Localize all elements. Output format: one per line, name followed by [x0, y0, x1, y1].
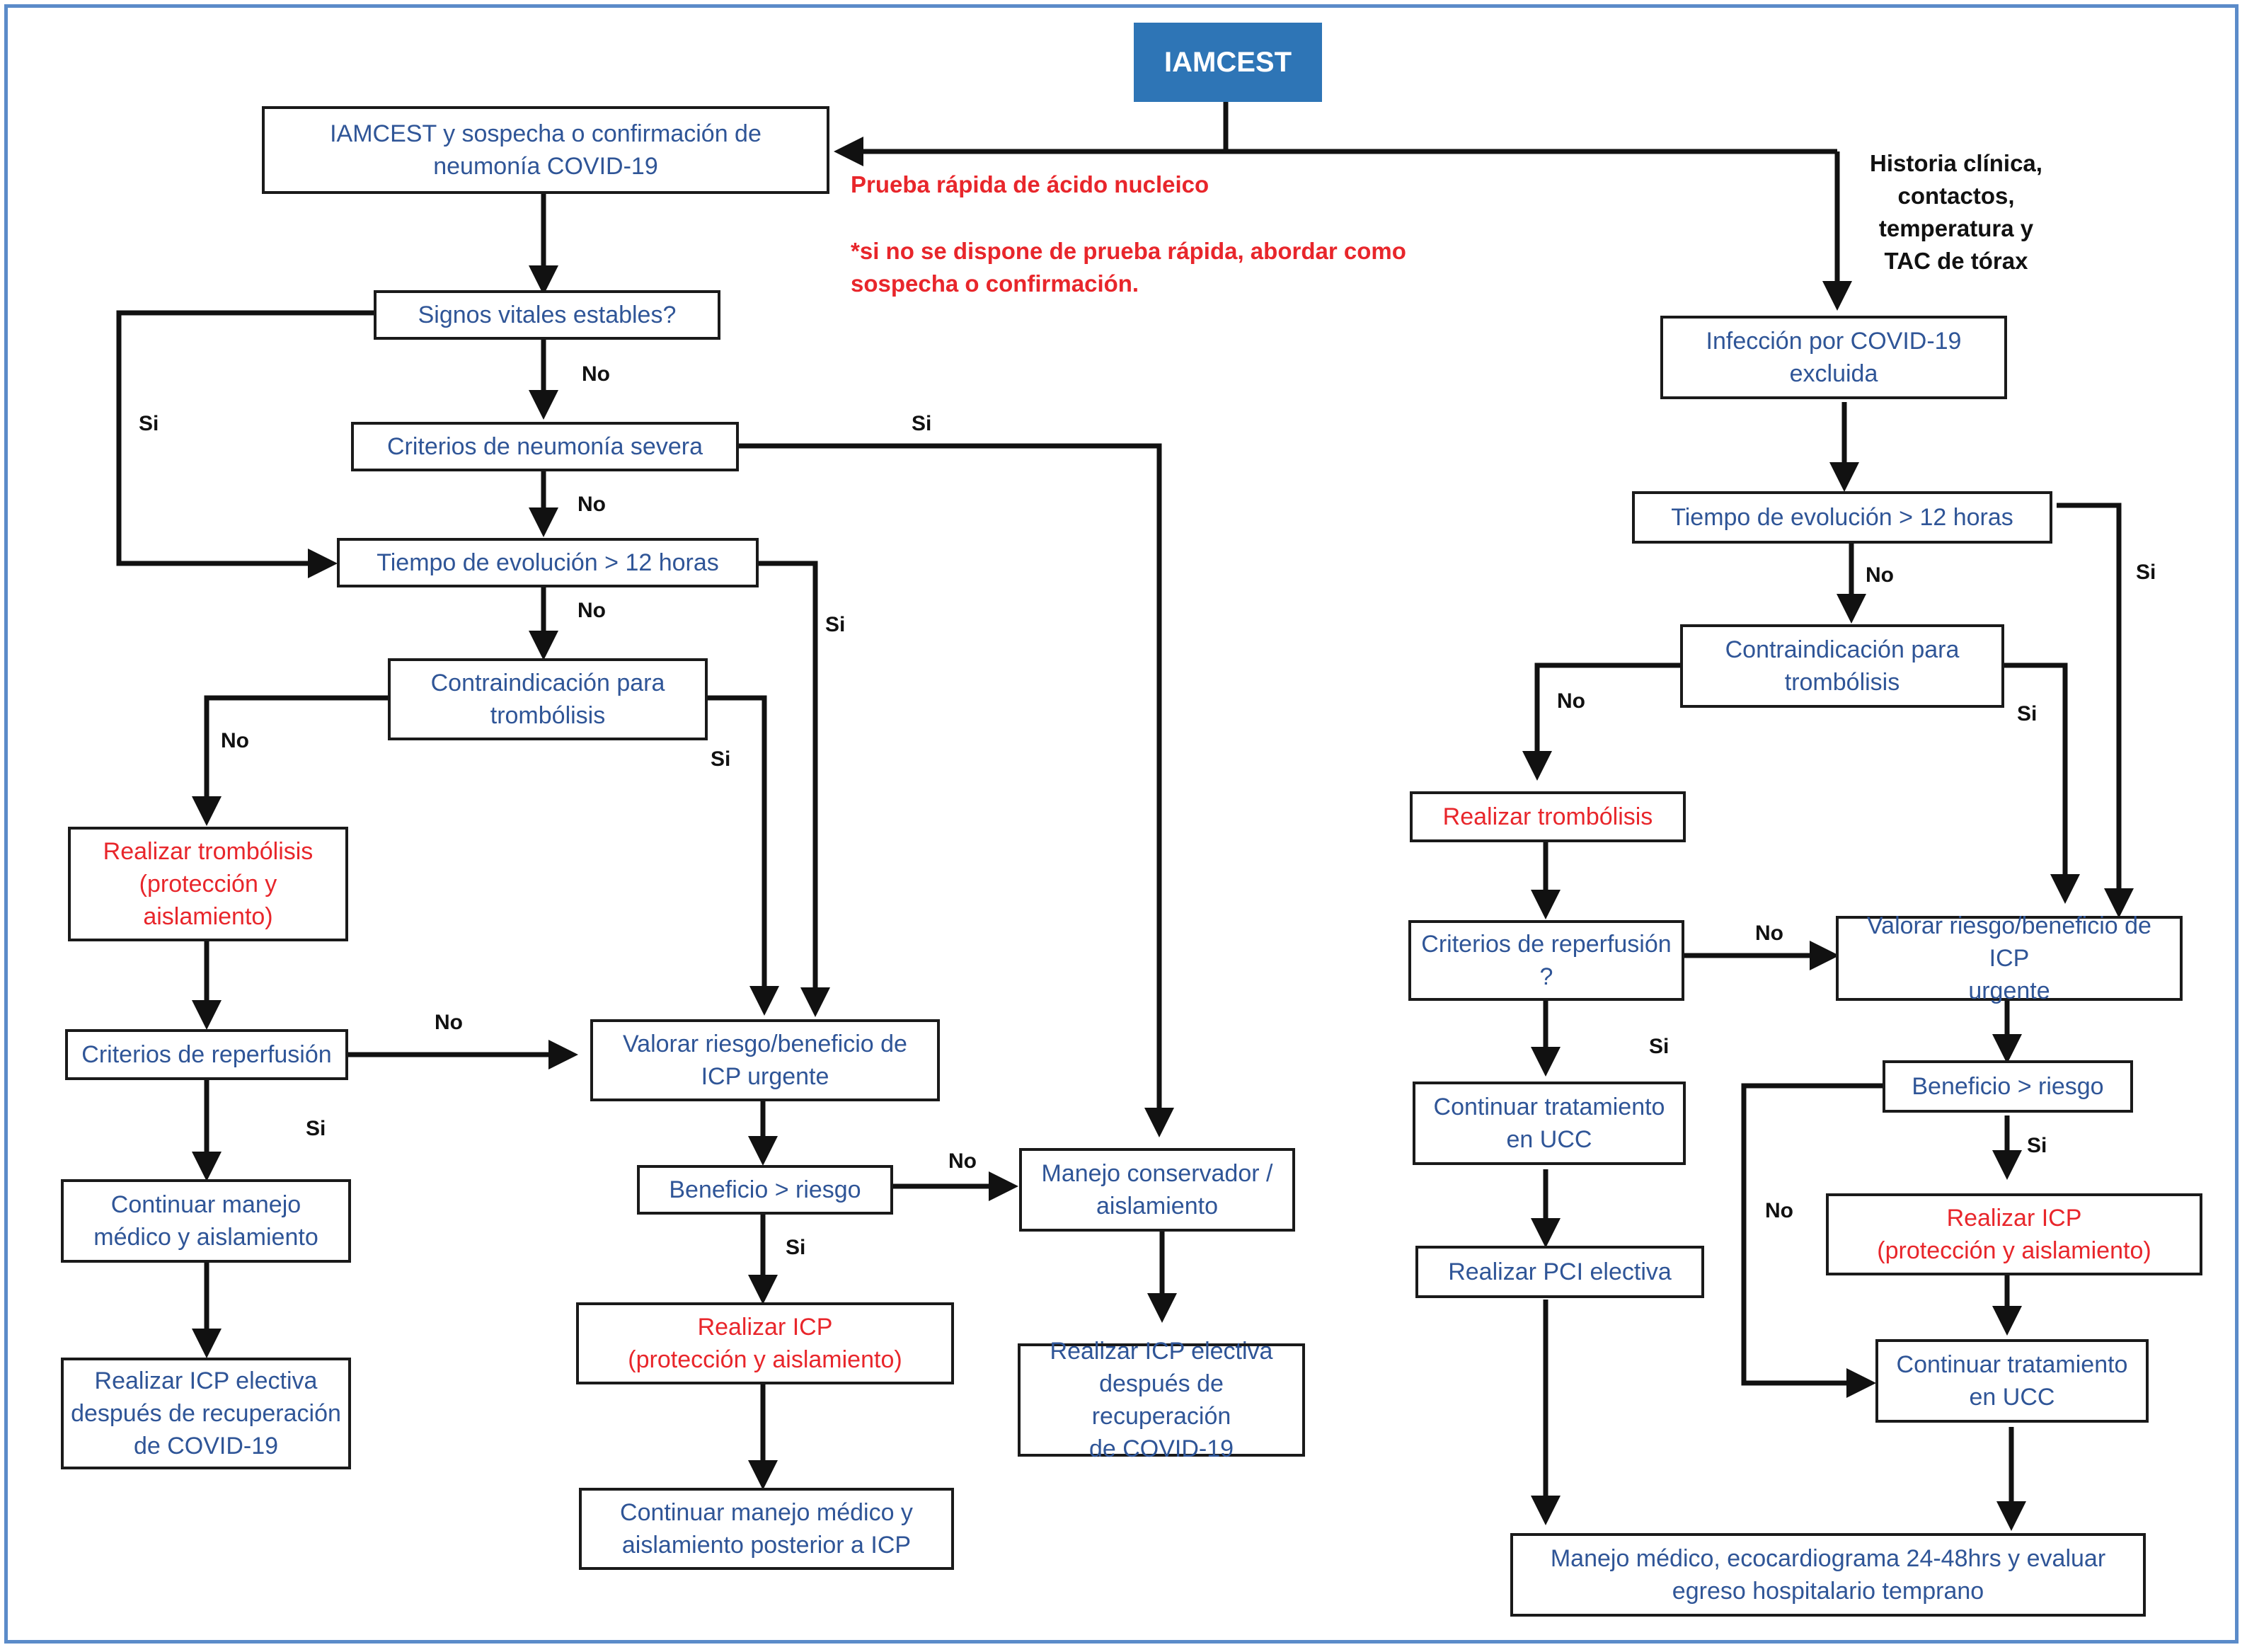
- conservative-management-box: Manejo conservador / aislamiento: [1019, 1148, 1295, 1232]
- title-box: IAMCEST: [1134, 23, 1322, 102]
- benefit-risk-box: Beneficio > riesgo: [637, 1165, 893, 1215]
- label-no: No: [1866, 563, 1894, 587]
- label-si: Si: [139, 412, 159, 435]
- label-si: Si: [1649, 1035, 1670, 1058]
- label-no: No: [221, 729, 249, 752]
- thrombolysis-contra-box-right: Contraindicación para trombólisis: [1680, 624, 2004, 708]
- reperfusion-criteria-box-right: Criterios de reperfusión ?: [1408, 920, 1684, 1001]
- elective-icp-after-box-2: Realizar ICP electiva después de recuper…: [1018, 1338, 1305, 1462]
- vital-signs-box: Signos vitales estables?: [374, 290, 720, 340]
- label-no: No: [435, 1011, 463, 1034]
- covid-excluded-box: Infección por COVID-19 excluida: [1660, 316, 2007, 399]
- label-si: Si: [711, 747, 731, 771]
- label-no: No: [948, 1149, 977, 1173]
- do-thrombolysis-box: Realizar trombólisis (protección y aisla…: [68, 827, 348, 941]
- label-si: Si: [2017, 702, 2038, 725]
- label-no: No: [1765, 1199, 1793, 1222]
- label-no: No: [577, 493, 606, 516]
- arrow-contra-si: [706, 695, 779, 1016]
- label-no: No: [1557, 689, 1585, 713]
- arrow-contra-si-r: [2003, 662, 2080, 904]
- arrow-contra-no-r: [1522, 662, 1680, 781]
- continue-ucc-box-2: Continuar tratamiento en UCC: [1875, 1339, 2149, 1423]
- elective-pci-box: Realizar PCI electiva: [1415, 1246, 1704, 1298]
- label-si: Si: [786, 1236, 806, 1259]
- rapid-test-note: Prueba rápida de ácido nucleico: [851, 171, 1209, 197]
- label-no: No: [577, 599, 606, 622]
- label-no: No: [582, 362, 610, 386]
- label-no: No: [1755, 922, 1783, 945]
- do-icp-box: Realizar ICP (protección y aislamiento): [576, 1302, 954, 1384]
- no-rapid-test-note: *si no se dispone de prueba rápida, abor…: [851, 238, 1406, 297]
- label-si: Si: [825, 613, 846, 636]
- figure-frame: [4, 4, 2239, 1644]
- do-thrombolysis-box-right: Realizar trombólisis: [1410, 791, 1686, 842]
- label-si: Si: [306, 1117, 326, 1140]
- arrow-benefit-no-r: [1741, 1083, 1883, 1398]
- evolution-time-box: Tiempo de evolución > 12 horas: [337, 538, 759, 587]
- label-si: Si: [2027, 1134, 2047, 1157]
- benefit-risk-box-right: Beneficio > riesgo: [1883, 1060, 2133, 1113]
- label-si: Si: [912, 412, 932, 435]
- arrow-vitals-si: [116, 310, 374, 578]
- continue-after-icp-box: Continuar manejo médico y aislamiento po…: [579, 1488, 954, 1570]
- assess-icp-box: Valorar riesgo/beneficio de ICP urgente: [590, 1019, 940, 1101]
- arrow-pneumonia-si: [738, 443, 1174, 1137]
- final-management-box: Manejo médico, ecocardiograma 24-48hrs y…: [1510, 1533, 2146, 1617]
- severe-pneumonia-box: Criterios de neumonía severa: [351, 422, 739, 471]
- label-si: Si: [2136, 561, 2156, 584]
- thrombolysis-contra-box: Contraindicación para trombólisis: [388, 658, 708, 740]
- reperfusion-criteria-box: Criterios de reperfusión: [65, 1029, 348, 1080]
- suspected-covid-box: IAMCEST y sospecha o confirmación de neu…: [262, 106, 829, 194]
- continue-medical-box: Continuar manejo médico y aislamiento: [61, 1179, 351, 1263]
- history-note: Historia clínica, contactos, temperatura…: [1870, 150, 2042, 274]
- do-icp-box-right: Realizar ICP (protección y aislamiento): [1826, 1193, 2202, 1275]
- continue-ucc-box: Continuar tratamiento en UCC: [1413, 1082, 1686, 1165]
- arrow-evolution-si: [759, 561, 830, 1017]
- arrow-contra-no: [192, 695, 388, 826]
- arrow-evolution-si-r: [2057, 503, 2134, 918]
- assess-icp-box-right: Valorar riesgo/beneficio de ICP urgente: [1836, 912, 2183, 1004]
- elective-icp-after-box: Realizar ICP electiva después de recuper…: [61, 1358, 351, 1469]
- evolution-time-box-right: Tiempo de evolución > 12 horas: [1632, 491, 2052, 544]
